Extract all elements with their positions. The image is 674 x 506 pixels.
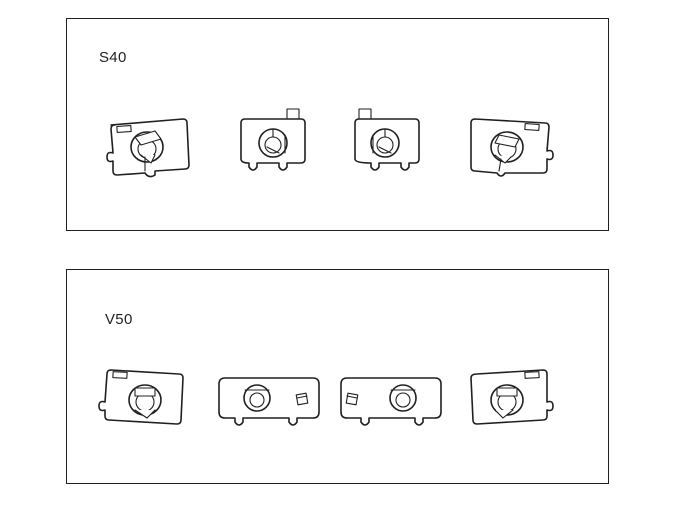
bulb-holder-bracket-icon bbox=[240, 108, 306, 171]
bulb-holder-bracket-icon bbox=[470, 369, 554, 425]
model-label-v50: V50 bbox=[105, 311, 133, 328]
bulb-holder-bracket-icon bbox=[340, 377, 442, 426]
bulb-holder-bracket-icon bbox=[98, 369, 184, 425]
panel-v50: V50 bbox=[66, 269, 609, 484]
bulb-holder-bracket-icon bbox=[354, 108, 420, 171]
model-label-s40: S40 bbox=[99, 49, 127, 66]
bulb-holder-bracket-icon bbox=[470, 118, 554, 177]
bulb-holder-bracket-icon bbox=[218, 377, 320, 426]
panel-s40: S40 bbox=[66, 18, 609, 231]
bulb-holder-bracket-icon bbox=[106, 118, 190, 178]
